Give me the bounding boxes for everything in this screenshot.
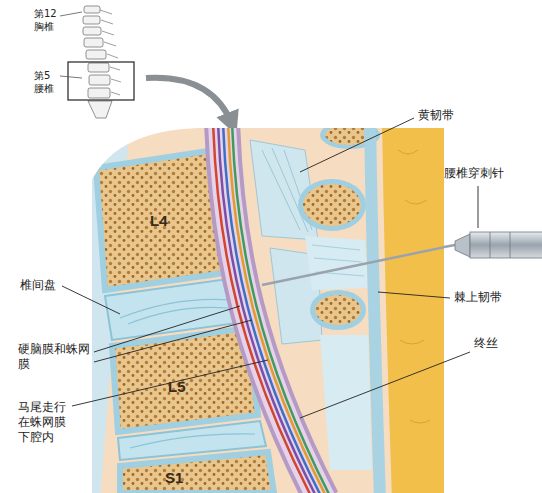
part-label: 第12胸椎	[34, 8, 60, 33]
zoom-arrow	[146, 78, 232, 124]
spinal-needle	[444, 232, 542, 258]
leader-line	[60, 12, 82, 78]
part-label: 硬脑膜和蛛网膜	[18, 342, 94, 372]
vertebra-label: L4	[150, 212, 172, 231]
inset-box	[68, 62, 134, 100]
part-label: 黄韧带	[418, 108, 454, 123]
vertebra-name: L4	[150, 212, 172, 229]
part-label: 终丝	[474, 336, 498, 351]
part-label: 第5腰椎	[34, 70, 60, 95]
vertebra-name: S1	[165, 469, 188, 486]
part-label: 椎间盘	[20, 278, 56, 293]
sagittal-section	[80, 120, 460, 493]
vertebra-label: S1	[165, 469, 188, 488]
part-label: 腰椎穿刺针	[444, 166, 504, 181]
leader-lines	[62, 118, 478, 418]
part-label: 棘上韧带	[454, 290, 502, 305]
part-label: 马尾走行在蛛网膜下腔内	[18, 400, 70, 445]
vertebra-label: L5	[168, 378, 190, 397]
vertebra-name: L5	[168, 378, 190, 395]
